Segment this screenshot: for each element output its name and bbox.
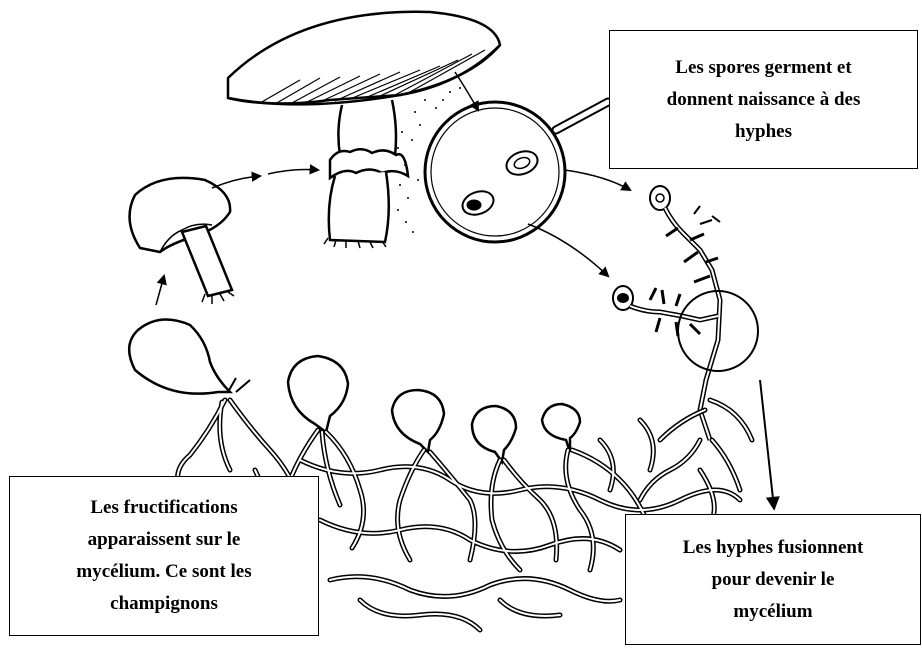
caption-line: mycélium [683,596,864,628]
caption-line: mycélium. Ce sont les [76,556,251,588]
primordia [129,320,580,462]
caption-fructifications: Les fructifications apparaissent sur le … [9,476,319,636]
caption-line: Les fructifications [76,492,251,524]
caption-spores-germinate: Les spores germent et donnent naissance … [609,30,918,169]
caption-line: champignons [76,588,251,620]
caption-hyphae-fuse: Les hyphes fusionnent pour devenir le my… [625,514,921,645]
button-mushroom [130,178,234,304]
caption-line: donnent naissance à des [667,84,861,116]
caption-line: Les spores germent et [667,52,861,84]
caption-line: hyphes [667,116,861,148]
caption-line: pour devenir le [683,564,864,596]
germinating-spores [613,186,758,440]
caption-line: apparaissent sur le [76,524,251,556]
caption-line: Les hyphes fusionnent [683,532,864,564]
